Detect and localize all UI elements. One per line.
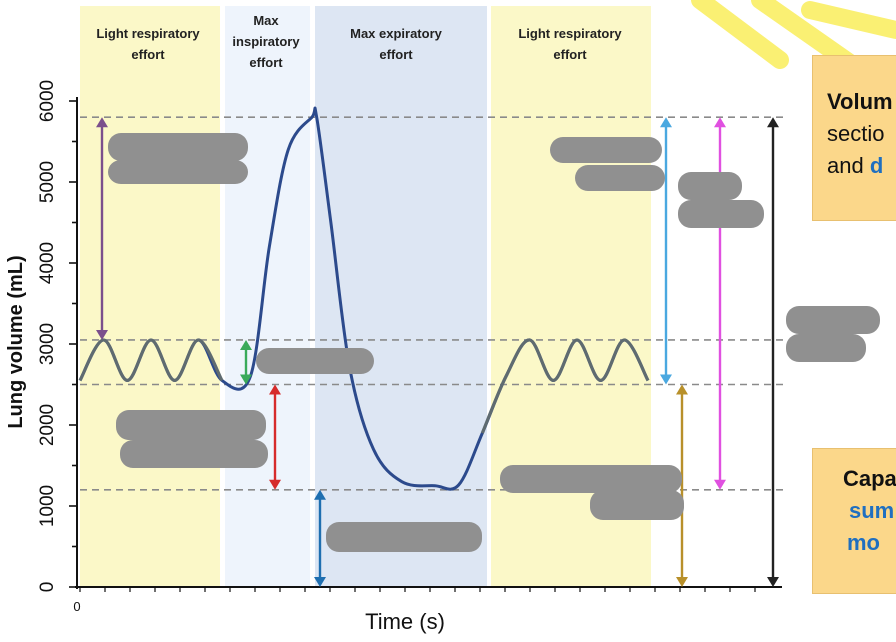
region-label-line: effort	[379, 47, 413, 62]
redaction-stroke	[786, 334, 866, 362]
y-tick-label: 3000	[37, 323, 58, 365]
region-label-line: inspiratory	[232, 34, 300, 49]
redaction-scribble-3	[678, 172, 764, 228]
measurement-arrow-1	[96, 117, 108, 340]
redaction-scribble-5	[116, 410, 268, 468]
arrow-head-bottom	[767, 577, 779, 587]
redaction-scribble-6	[500, 465, 684, 520]
region-label-line: Max expiratory	[350, 26, 443, 41]
arrow-head-bottom	[676, 577, 688, 587]
volume-note-line3: and	[827, 153, 870, 178]
arrow-head-top	[96, 117, 108, 128]
redaction-stroke	[256, 348, 374, 374]
redaction-stroke	[590, 490, 684, 520]
region-label-2: Max inspiratory effort	[232, 13, 300, 70]
region-label-line: effort	[553, 47, 587, 62]
volume-note-box: Volum sectio and d	[812, 55, 896, 221]
arrow-head-top	[676, 384, 688, 395]
redaction-stroke	[326, 522, 482, 552]
arrow-head-bottom	[314, 577, 326, 587]
redaction-scribble-1	[108, 133, 248, 184]
arrow-head-bottom	[660, 374, 672, 385]
arrow-head-top	[714, 117, 726, 128]
arrow-head-bottom	[269, 479, 281, 490]
arrow-head-top	[767, 117, 779, 128]
capacity-note-line1: Capa	[843, 466, 896, 491]
redaction-stroke	[108, 133, 248, 161]
redaction-stroke	[575, 165, 665, 191]
measurement-arrow-5	[660, 117, 672, 385]
redaction-stroke	[678, 200, 764, 228]
y-tick-label: 2000	[37, 404, 58, 446]
x-tick-label: 0	[73, 599, 80, 614]
arrow-head-top	[660, 117, 672, 128]
measurement-arrow-2	[240, 339, 252, 385]
redaction-scribble-2	[550, 137, 665, 191]
region-label-line: Max	[253, 13, 279, 28]
x-axis-label: Time (s)	[365, 609, 445, 634]
capacity-note-box: Capa sum mo	[812, 448, 896, 594]
y-tick-label: 6000	[37, 80, 58, 122]
arrow-head-bottom	[240, 374, 252, 385]
measurement-arrow-6	[676, 384, 688, 587]
volume-note-line2: sectio	[827, 121, 885, 146]
arrow-head-bottom	[96, 329, 108, 340]
volume-note-line3-blue: d	[869, 153, 884, 178]
tidal-segment-1	[78, 338, 224, 383]
y-tick-label: 1000	[37, 485, 58, 527]
y-tick-label: 0	[37, 582, 58, 593]
region-label-line: Light respiratory	[518, 26, 622, 41]
redaction-stroke	[116, 410, 266, 440]
arrow-head-top	[314, 489, 326, 500]
measurement-arrow-3	[269, 384, 281, 490]
region-band-1	[80, 6, 220, 587]
region-label-3: Max expiratory effort	[350, 26, 443, 62]
capacity-note-line2: sum	[849, 498, 895, 523]
region-label-line: Light respiratory	[96, 26, 200, 41]
region-label-line: effort	[249, 55, 283, 70]
redaction-stroke	[550, 137, 662, 163]
arrow-head-bottom	[714, 479, 726, 490]
measurement-arrow-4	[314, 489, 326, 587]
region-label-1: Light respiratory effort	[96, 26, 200, 62]
capacity-note-line3: mo	[847, 530, 880, 555]
y-axis-label: Lung volume (mL)	[5, 255, 27, 428]
redaction-stroke	[500, 465, 682, 493]
region-label-line: effort	[131, 47, 165, 62]
region-label-4: Light respiratory effort	[518, 26, 622, 62]
volume-note-line1: Volum	[827, 89, 893, 114]
tidal-segment-2	[480, 338, 650, 434]
y-tick-label: 4000	[37, 242, 58, 284]
region-band-2	[225, 6, 310, 587]
redaction-scribble-4	[256, 348, 374, 374]
measurement-arrow-8	[767, 117, 779, 587]
arrow-head-top	[240, 339, 252, 350]
y-tick-label: 5000	[37, 161, 58, 203]
redaction-stroke	[108, 160, 248, 184]
arrow-head-top	[269, 384, 281, 395]
redaction-scribble-7	[326, 522, 482, 552]
redaction-stroke	[678, 172, 742, 200]
redaction-scribble-8	[786, 306, 880, 362]
redaction-stroke	[786, 306, 880, 334]
redaction-stroke	[120, 440, 268, 468]
